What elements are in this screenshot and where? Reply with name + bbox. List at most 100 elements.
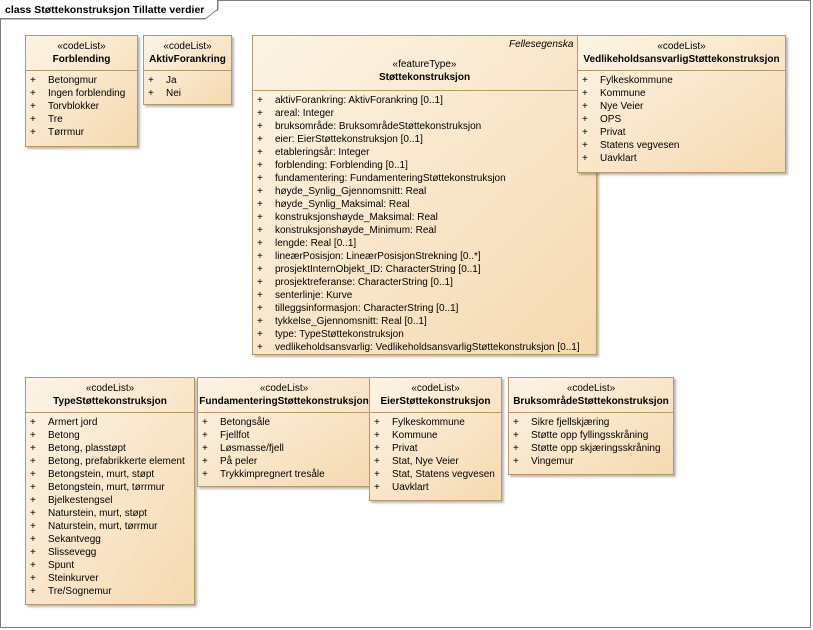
class-stereotype: «codeList»: [57, 41, 106, 52]
attribute-text: eier: EierStøttekonstruksjon [0..1]: [275, 134, 423, 145]
attribute-row: +senterlinje: Kurve: [253, 289, 596, 302]
visibility-marker: +: [582, 127, 588, 138]
visibility-marker: +: [30, 547, 36, 558]
attribute-text: senterlinje: Kurve: [275, 290, 353, 301]
visibility-marker: +: [582, 88, 588, 99]
visibility-marker: +: [513, 417, 519, 428]
attribute-row: +lineærPosisjon: LineærPosisjonStrekning…: [253, 250, 596, 263]
attribute-text: Kommune: [600, 88, 646, 99]
attribute-row: +areal: Integer: [253, 107, 596, 120]
visibility-marker: +: [257, 108, 263, 119]
attribute-text: lengde: Real [0..1]: [275, 238, 357, 249]
code-value-row: + Fylkeskommune: [370, 416, 501, 429]
attribute-text: Nye Veier: [600, 101, 644, 112]
code-value-row: + Kommune: [578, 87, 785, 100]
class-name: TypeStøttekonstruksjon: [53, 396, 167, 407]
class-name: VedlikeholdsansvarligStøttekonstruksjon: [583, 54, 780, 65]
visibility-marker: +: [30, 534, 36, 545]
class-attributes: +Betongmur+Ingen forblending+Torvblokker…: [26, 70, 137, 139]
code-value-row: +Steinkurver: [26, 572, 194, 585]
attribute-text: tykkelse_Gjennomsnitt: Real [0..1]: [275, 316, 427, 327]
visibility-marker: +: [374, 482, 380, 493]
visibility-marker: +: [30, 469, 36, 480]
code-value-row: +Tre: [26, 113, 137, 126]
attribute-text: konstruksjonshøyde_Maksimal: Real: [275, 212, 438, 223]
visibility-marker: +: [30, 573, 36, 584]
code-value-row: +Betongstein, murt, tørrmur: [26, 481, 194, 494]
visibility-marker: +: [374, 443, 380, 454]
code-value-row: + Armert jord: [26, 416, 194, 429]
attribute-text: fundamentering: FundamenteringStøttekons…: [275, 173, 506, 184]
class-type[interactable]: «codeList» TypeStøttekonstruksjon +Armer…: [25, 377, 195, 605]
attribute-text: Tørrmur: [48, 127, 85, 138]
attribute-text: Tre: [48, 114, 63, 125]
code-value-row: +Naturstein, murt, tørrmur: [26, 520, 194, 533]
code-value-row: +Bjelkestengsel: [26, 494, 194, 507]
visibility-marker: +: [202, 443, 208, 454]
attribute-text: Stat, Nye Veier: [392, 456, 459, 467]
visibility-marker: +: [30, 430, 36, 441]
attribute-text: På peler: [220, 456, 258, 467]
attribute-text: Torvblokker: [48, 101, 100, 112]
visibility-marker: +: [257, 134, 263, 145]
class-attributes: +Armert jord+Betong+Betong, plasstøpt+Be…: [26, 412, 194, 598]
visibility-marker: +: [30, 521, 36, 532]
attribute-text: Spunt: [48, 560, 75, 571]
attribute-row: + etableringsår: Integer: [253, 146, 596, 159]
attribute-row: +type: TypeStøttekonstruksjon: [253, 328, 596, 341]
attribute-row: +prosjektInternObjekt_ID: CharacterStrin…: [253, 263, 596, 276]
attribute-text: etableringsår: Integer: [275, 147, 370, 158]
attribute-row: +bruksområde: BruksområdeStøttekonstruks…: [253, 120, 596, 133]
code-value-row: + Betongstein, murt, støpt: [26, 468, 194, 481]
class-vedlikeholdsansvarlig[interactable]: «codeList» VedlikeholdsansvarligStøtteko…: [577, 35, 786, 173]
attribute-text: Betong, prefabrikkerte element: [48, 456, 185, 467]
attribute-text: Fylkeskommune: [600, 75, 673, 86]
visibility-marker: +: [374, 430, 380, 441]
attribute-text: Betongsåle: [220, 417, 271, 428]
visibility-marker: +: [257, 251, 263, 262]
class-stottekonstruksjon[interactable]: Fellesegenska «featureType» Støttekonstr…: [252, 35, 597, 355]
visibility-marker: +: [30, 417, 36, 428]
visibility-marker: +: [30, 456, 36, 467]
attribute-text: Naturstein, murt, støpt: [48, 508, 147, 519]
attribute-text: Støtte opp fyllingsskråning: [531, 430, 649, 441]
class-fundamentering[interactable]: «codeList» FundamenteringStøttekonstruks…: [197, 377, 371, 487]
code-value-row: +Betong, plasstøpt: [26, 442, 194, 455]
attribute-text: Armert jord: [48, 417, 98, 428]
attribute-text: Betongstein, murt, støpt: [48, 469, 155, 480]
attribute-text: Privat: [600, 127, 626, 138]
visibility-marker: +: [257, 238, 263, 249]
visibility-marker: +: [374, 469, 380, 480]
code-value-row: +Betong: [26, 429, 194, 442]
attribute-text: Privat: [392, 443, 418, 454]
attribute-text: Fylkeskommune: [392, 417, 465, 428]
visibility-marker: +: [374, 417, 380, 428]
visibility-marker: +: [257, 277, 263, 288]
class-stereotype: «featureType»: [392, 59, 457, 70]
attribute-text: tilleggsinformasjon: CharacterString [0.…: [275, 303, 459, 314]
attribute-row: +prosjektreferanse: CharacterString [0..…: [253, 276, 596, 289]
visibility-marker: +: [257, 147, 263, 158]
visibility-marker: +: [257, 186, 263, 197]
code-value-row: +Tørrmur: [26, 126, 137, 139]
attribute-row: +aktivForankring: AktivForankring [0..1]: [253, 94, 596, 107]
visibility-marker: +: [202, 417, 208, 428]
attribute-row: +vedlikeholdsansvarlig: Vedlikeholdsansv…: [253, 341, 596, 354]
code-value-row: +På peler: [198, 455, 370, 468]
code-value-row: +Ingen forblending: [26, 87, 137, 100]
attribute-row: + fundamentering: FundamenteringStøttekon…: [253, 172, 596, 185]
attribute-text: Betongmur: [48, 75, 97, 86]
attribute-text: Stat, Statens vegvesen: [392, 469, 495, 480]
visibility-marker: +: [582, 140, 588, 151]
class-aktivforankring[interactable]: «codeList» AktivForankring +Ja+Nei: [143, 35, 232, 105]
class-forblending[interactable]: «codeList» Forblending +Betongmur+Ingen …: [25, 35, 138, 147]
class-bruksomrade[interactable]: «codeList» BruksområdeStøttekonstruksjon…: [508, 377, 674, 475]
attribute-text: Kommune: [392, 430, 438, 441]
visibility-marker: +: [257, 329, 263, 340]
diagram-title: class Støttekonstruksjon Tillatte verdie…: [5, 4, 205, 16]
class-stereotype: «codeList»: [566, 383, 616, 394]
code-value-row: + Privat: [578, 126, 785, 139]
visibility-marker: +: [257, 173, 263, 184]
class-eier[interactable]: «codeList» EierStøttekonstruksjon +Fylke…: [369, 377, 502, 501]
class-attributes: +Fylkeskommune+Kommune+Nye Veier+OPS+Pri…: [578, 70, 785, 165]
